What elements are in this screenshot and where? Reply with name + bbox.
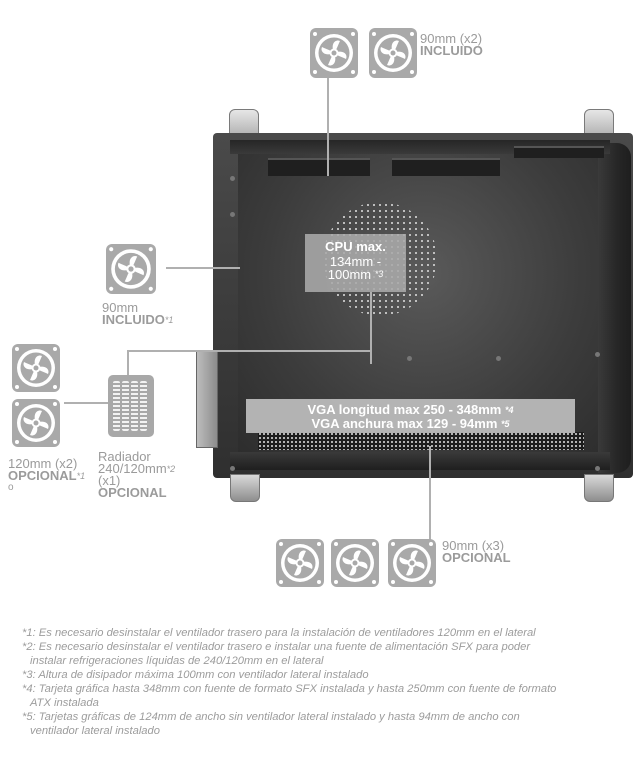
radiator-fin [131,381,138,431]
footnote-text: : Es necesario desinstalar el ventilador… [32,627,536,639]
screw [595,466,600,471]
footnote-3: *3: Altura de disipador máxima 100mm con… [22,668,632,682]
case-foot-left [230,474,260,502]
case-side-panel [598,143,631,473]
pcie-bracket [196,350,218,448]
screw [595,352,600,357]
radiator-fin [113,381,120,431]
footnote-mark: *1 [22,627,33,639]
top-fan-slot-left [268,158,370,176]
leader-line-cpu [370,292,372,364]
radiator-name: Radiador [98,449,151,464]
vga-width-text: VGA anchura max 129 - 94mm [311,416,498,431]
bottom-fans-count: 90mm (x3) [442,538,505,553]
fan-icon [388,539,436,587]
fan-icon [310,28,358,78]
screw [407,356,412,361]
footnote-5: *5: Tarjetas gráficas de 124mm de ancho … [22,710,632,724]
leader-line-side-v [127,350,129,376]
footnote-text: : Altura de disipador máxima 100mm con v… [32,669,369,681]
side-fans-status: OPCIONAL [8,468,77,483]
top-fan-slot-right [392,158,500,176]
screw [230,212,235,217]
footnote-1: *1: Es necesario desinstalar el ventilad… [22,626,632,640]
footnote-4: *4: Tarjeta gráfica hasta 348mm con fuen… [22,682,632,696]
fan-icon [12,399,60,447]
vga-line-2: VGA anchura max 129 - 94mm *5 [246,417,575,431]
vga-line-1: VGA longitud max 250 - 348mm *4 [246,403,575,417]
cpu-line-1: CPU max. [325,239,386,254]
leader-line-side-h [128,350,371,352]
fan-icon [12,344,60,392]
screw [230,176,235,181]
side-fans-count: 120mm (x2) [8,456,78,471]
footnote-mark: *2 [22,641,33,653]
top-fans-count: 90mm (x2) [420,31,483,46]
cpu-line-2: 134mm - [329,254,382,269]
footnote-text: : Tarjetas gráficas de 124mm de ancho si… [32,711,520,723]
radiator-size: 240/120mm [98,461,167,476]
leader-line-rear-fan [166,267,240,269]
cpu-note: *3 [374,269,384,279]
side-fans-note-a: *1 [76,471,86,481]
footnotes: *1: Es necesario desinstalar el ventilad… [22,626,632,738]
radiator-fin [140,381,147,431]
screw [230,466,235,471]
bottom-mesh-vent [258,432,584,450]
radiator-fin [122,381,129,431]
footnote-2: *2: Es necesario desinstalar el ventilad… [22,640,632,654]
cpu-clearance-label: CPU max. 134mm - 100mm *3 [305,234,406,292]
rear-fan-label: 90mm INCLUIDO*1 [102,300,174,327]
footnote-mark: *5 [22,711,33,723]
footnote-text: : Es necesario desinstalar el ventilador… [32,641,531,653]
rear-fan-status: INCLUIDO [102,312,165,327]
radiator-count: (x1) [98,473,121,488]
top-fans-status: INCLUIDO [420,43,483,58]
rear-fan-size: 90mm [102,300,139,315]
radiator-size-line: 240/120mm*2 [98,461,176,476]
footnote-mark: *3 [22,669,33,681]
vga-width-note: *5 [501,419,510,429]
vga-clearance-label: VGA longitud max 250 - 348mm *4 VGA anch… [246,399,575,433]
fan-icon [276,539,324,587]
screw [496,356,501,361]
radiator-note: *2 [166,464,176,474]
fan-icon [369,28,417,78]
cpu-line-3: 100mm *3 [305,268,406,281]
leader-line-side-fans [64,402,108,404]
footnote-2-cont: instalar refrigeraciones líquidas de 240… [30,655,324,667]
fan-icon [331,539,379,587]
radiator-icon [108,375,154,437]
footnote-text: : Tarjeta gráfica hasta 348mm con fuente… [32,683,557,695]
leader-line-bottom-fans [429,446,431,550]
side-fans-note-b: o [8,482,14,493]
vga-length-note: *4 [504,405,514,415]
case-foot-right [584,474,614,502]
rear-fan-note: *1 [164,315,174,325]
footnote-4-cont: ATX instalada [30,697,99,709]
footnote-5-cont: ventilador lateral instalado [30,725,160,737]
radiator-status: OPCIONAL [98,485,167,500]
cpu-line-3-text: 100mm [327,267,372,282]
top-fans-label: 90mm (x2) INCLUIDO [420,31,483,58]
bottom-fans-status: OPCIONAL [442,550,511,565]
radiator-label: Radiador 240/120mm*2 (x1) OPCIONAL [98,449,176,500]
bottom-fans-label: 90mm (x3) OPCIONAL [442,538,511,565]
case-bottom-rail [230,452,610,470]
fan-icon [106,244,156,294]
side-fans-label: 120mm (x2) OPCIONAL*1 o [8,456,86,494]
footnote-mark: *4 [22,683,33,695]
leader-line-top-fans [327,78,329,176]
top-vent-slot [514,146,604,158]
vga-length-text: VGA longitud max 250 - 348mm [307,402,502,417]
